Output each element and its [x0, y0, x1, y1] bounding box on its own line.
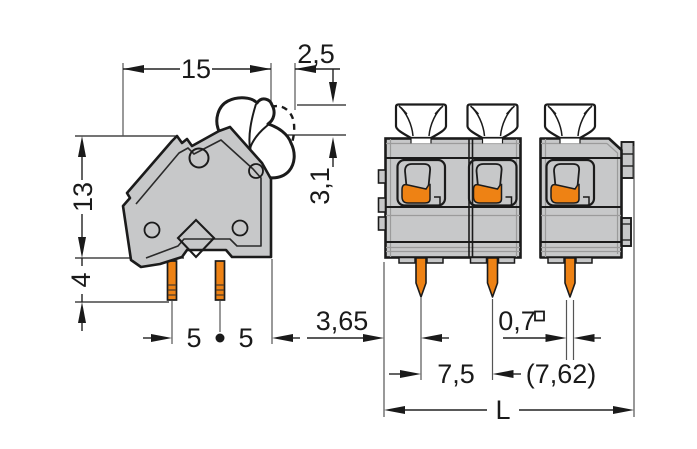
arrow-left-icon — [573, 334, 595, 342]
dim-3-65: 3,65 — [307, 306, 449, 342]
dim-0-7: 0,7 — [498, 306, 601, 342]
arrow-left-icon — [492, 370, 514, 378]
dim-13: 13 — [68, 136, 98, 258]
side-pin-right — [214, 260, 226, 301]
dim-2-5: 2,5 — [295, 39, 340, 103]
dim-label-7-62: (7,62) — [526, 359, 597, 389]
body-hole — [188, 147, 210, 169]
arrow-right-icon — [400, 370, 421, 378]
dim-label-0-7: 0,7 — [498, 306, 536, 336]
arrow-right-icon — [545, 334, 567, 342]
body-hole — [231, 219, 249, 237]
side-view — [75, 63, 346, 344]
dim-label-5b: 5 — [238, 323, 253, 353]
body-diamond-detail — [176, 218, 216, 259]
arrow-right-icon — [363, 334, 384, 342]
dim-5-5: 5 5 — [143, 323, 300, 353]
dim-3-1: 3,1 — [305, 137, 337, 205]
arrow-right-icon — [613, 406, 634, 414]
dim-7-5: 7,5 (7,62) — [389, 359, 596, 389]
dim-label-5a: 5 — [186, 323, 201, 353]
arrow-down-icon — [78, 237, 86, 258]
dim-label-13: 13 — [68, 182, 98, 212]
side-body — [121, 125, 273, 269]
front-view — [377, 103, 635, 417]
end-plate-rib — [620, 141, 635, 179]
dim-label-3-1: 3,1 — [305, 167, 335, 205]
arrow-up-icon — [329, 137, 337, 158]
side-pin-left — [166, 260, 178, 301]
arrow-up-icon — [78, 136, 86, 157]
arrow-right-icon — [250, 65, 271, 73]
arrow-down-icon — [329, 82, 337, 103]
mounting-tab — [377, 169, 387, 184]
dim-15: 15 — [123, 54, 271, 84]
dim-label-L: L — [495, 395, 510, 425]
dim-label-4: 4 — [66, 272, 96, 287]
body-hole — [248, 163, 264, 179]
dim-label-7-5: 7,5 — [437, 359, 475, 389]
arrow-right-icon — [151, 334, 172, 342]
end-plate-latch — [620, 217, 632, 247]
square-symbol-icon — [534, 310, 545, 322]
dim-label-2-5: 2,5 — [297, 39, 335, 69]
arrow-left-icon — [421, 334, 442, 342]
dim-4: 4 — [66, 258, 96, 331]
body-hole — [143, 221, 161, 239]
dim-label-15: 15 — [181, 54, 211, 84]
dim-L: L — [384, 395, 634, 425]
dim-label-3-65: 3,65 — [316, 306, 369, 336]
arrow-left-icon — [272, 334, 293, 342]
arrow-left-icon — [384, 406, 405, 414]
arrow-up-icon — [78, 302, 86, 323]
arrow-left-icon — [295, 65, 316, 73]
arrow-left-icon — [123, 65, 144, 73]
mounting-tab — [377, 216, 387, 231]
mounting-tab — [377, 197, 387, 213]
dim-dot — [215, 333, 225, 343]
